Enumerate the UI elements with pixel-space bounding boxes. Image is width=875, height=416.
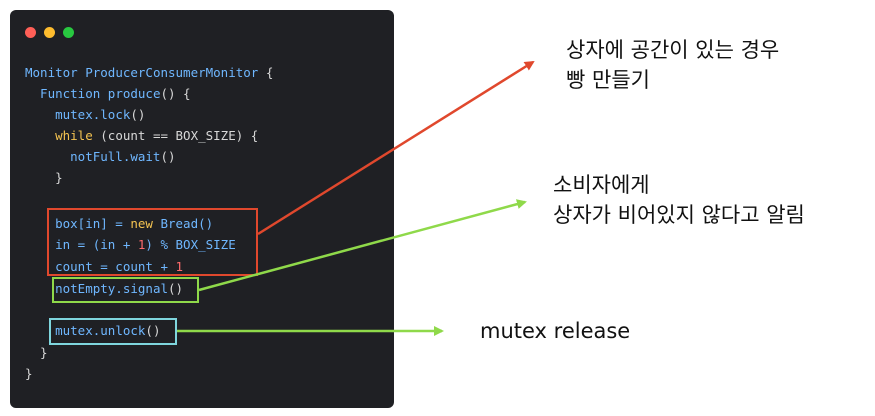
code-line-1: Monitor ProducerConsumerMonitor { bbox=[25, 65, 274, 80]
code-line-3: mutex.lock() bbox=[25, 107, 146, 122]
annotation-top-line1: 상자에 공간이 있는 경우 bbox=[566, 38, 780, 62]
code-line-2: Function produce() { bbox=[25, 86, 191, 101]
annotation-middle: 소비자에게 상자가 비어있지 않다고 알림 bbox=[553, 170, 805, 230]
code-line-10: notEmpty.signal() bbox=[25, 281, 184, 296]
code-block: Monitor ProducerConsumerMonitor { Functi… bbox=[10, 10, 273, 381]
annotation-top: 상자에 공간이 있는 경우 빵 만들기 bbox=[566, 35, 779, 95]
annotation-top-line2: 빵 만들기 bbox=[566, 68, 650, 92]
code-line-9: count = count + 1 bbox=[25, 259, 184, 274]
highlight-unlock-line bbox=[49, 318, 177, 345]
code-line-13: } bbox=[25, 366, 33, 381]
code-line-11: mutex.unlock() bbox=[25, 323, 161, 338]
annotation-middle-line2: 상자가 비어있지 않다고 알림 bbox=[553, 203, 805, 227]
code-line-4: while (count == BOX_SIZE) { bbox=[55, 128, 259, 143]
code-line-5: notFull.wait() bbox=[25, 149, 176, 164]
annotation-bottom: mutex release bbox=[480, 316, 630, 346]
code-line-12: } bbox=[25, 345, 48, 360]
highlight-produce-block bbox=[47, 208, 258, 276]
maximize-icon[interactable] bbox=[63, 27, 74, 38]
minimize-icon[interactable] bbox=[44, 27, 55, 38]
annotation-bottom-text: mutex release bbox=[480, 319, 631, 343]
annotation-middle-line1: 소비자에게 bbox=[553, 173, 650, 197]
highlight-signal-line bbox=[52, 277, 199, 303]
code-line-6: } bbox=[25, 170, 63, 185]
close-icon[interactable] bbox=[25, 27, 36, 38]
